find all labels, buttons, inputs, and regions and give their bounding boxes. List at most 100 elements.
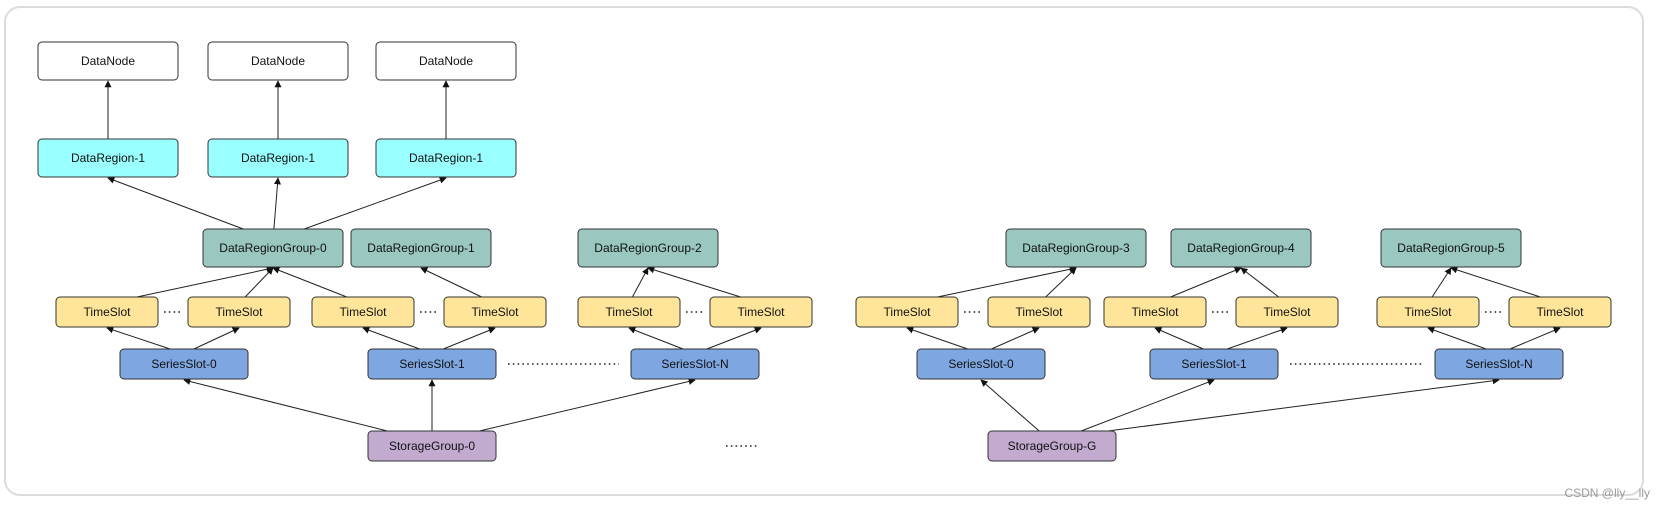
timeslot-node-ts3: TimeSlot bbox=[311, 296, 415, 328]
timeslot-node-ts2: TimeSlot bbox=[187, 296, 291, 328]
edge-ss6-to-ts12 bbox=[1509, 327, 1561, 350]
timeslot-label: TimeSlot bbox=[472, 305, 520, 319]
storagegroup-node-sg0: StorageGroup-0 bbox=[367, 430, 497, 462]
timeslot-node-ts12: TimeSlot bbox=[1508, 296, 1612, 328]
timeslot-box bbox=[443, 296, 547, 328]
timeslot-node-ts10: TimeSlot bbox=[1235, 296, 1339, 328]
edges-layer bbox=[104, 80, 1561, 432]
timeslot-label: TimeSlot bbox=[84, 305, 132, 319]
datanode-node-dn2: DataNode bbox=[207, 41, 349, 81]
edge-ts4-to-drg1 bbox=[420, 267, 482, 298]
storagegroup-box bbox=[987, 430, 1117, 462]
timeslot-node-ts9: TimeSlot bbox=[1103, 296, 1207, 328]
datanode-box bbox=[207, 41, 349, 81]
seriesslot-box bbox=[630, 348, 760, 380]
timeslot-node-ts8: TimeSlot bbox=[987, 296, 1091, 328]
edge-ts9-to-drg4 bbox=[1170, 267, 1242, 298]
datanode-node-dn3: DataNode bbox=[375, 41, 517, 81]
edge-ts3-to-drg0 bbox=[272, 267, 347, 298]
datanode-box bbox=[37, 41, 179, 81]
datanode-label: DataNode bbox=[251, 54, 305, 68]
edge-ss3-to-ts5 bbox=[628, 327, 684, 350]
timeslot-box bbox=[855, 296, 959, 328]
edge-ss4-to-ts8 bbox=[991, 327, 1040, 350]
edge-ss5-to-ts9 bbox=[1154, 327, 1204, 350]
seriesslot-label: SeriesSlot-N bbox=[661, 357, 728, 371]
timeslot-label: TimeSlot bbox=[884, 305, 932, 319]
edge-sgG-to-ss6 bbox=[1107, 377, 1500, 432]
ellipsis-layer bbox=[164, 311, 1503, 447]
seriesslot-box bbox=[1434, 348, 1564, 380]
seriesslot-box bbox=[367, 348, 497, 380]
seriesslot-node-ss1: SeriesSlot-0 bbox=[119, 348, 249, 380]
seriesslot-label: SeriesSlot-N bbox=[1465, 357, 1532, 371]
dataregion-node-dr3: DataRegion-1 bbox=[375, 138, 517, 178]
edge-ss6-to-ts11 bbox=[1427, 326, 1487, 350]
seriesslot-label: SeriesSlot-1 bbox=[399, 357, 465, 371]
edge-ss4-to-ts7 bbox=[906, 326, 968, 350]
edge-drg0-to-dr1 bbox=[107, 176, 244, 230]
timeslot-label: TimeSlot bbox=[1264, 305, 1312, 319]
dataregiongroup-node-drg2: DataRegionGroup-2 bbox=[577, 228, 719, 268]
seriesslot-node-ss5: SeriesSlot-1 bbox=[1149, 348, 1279, 380]
edge-ts5-to-drg2 bbox=[631, 267, 649, 298]
dataregiongroup-node-drg5: DataRegionGroup-5 bbox=[1380, 228, 1522, 268]
dataregion-node-dr2: DataRegion-1 bbox=[207, 138, 349, 178]
timeslot-label: TimeSlot bbox=[738, 305, 786, 319]
watermark: CSDN @lly__lly bbox=[1564, 486, 1650, 500]
timeslot-node-ts11: TimeSlot bbox=[1376, 296, 1480, 328]
seriesslot-box bbox=[1149, 348, 1279, 380]
datanode-label: DataNode bbox=[81, 54, 135, 68]
datanode-node-dn1: DataNode bbox=[37, 41, 179, 81]
edge-ts10-to-drg4 bbox=[1240, 267, 1280, 298]
dataregiongroup-box bbox=[1380, 228, 1522, 268]
dataregion-label: DataRegion-1 bbox=[71, 151, 145, 165]
timeslot-label: TimeSlot bbox=[1016, 305, 1064, 319]
dataregiongroup-node-drg3: DataRegionGroup-3 bbox=[1005, 228, 1147, 268]
timeslot-node-ts1: TimeSlot bbox=[55, 296, 159, 328]
edge-sg0-to-ss3 bbox=[479, 378, 696, 432]
dataregiongroup-label: DataRegionGroup-0 bbox=[219, 241, 327, 255]
datanode-box bbox=[375, 41, 517, 81]
edge-ss3-to-ts6 bbox=[706, 327, 762, 350]
dataregiongroup-label: DataRegionGroup-2 bbox=[594, 241, 702, 255]
dataregiongroup-box bbox=[350, 228, 492, 268]
timeslot-node-ts4: TimeSlot bbox=[443, 296, 547, 328]
timeslot-label: TimeSlot bbox=[340, 305, 388, 319]
timeslot-label: TimeSlot bbox=[1405, 305, 1453, 319]
dataregiongroup-box bbox=[202, 228, 344, 268]
timeslot-label: TimeSlot bbox=[1537, 305, 1585, 319]
dataregiongroup-box bbox=[577, 228, 719, 268]
dataregiongroup-box bbox=[1005, 228, 1147, 268]
dataregiongroup-node-drg4: DataRegionGroup-4 bbox=[1170, 228, 1312, 268]
edge-ss5-to-ts10 bbox=[1226, 326, 1288, 350]
timeslot-node-ts6: TimeSlot bbox=[709, 296, 813, 328]
dataregiongroup-label: DataRegionGroup-4 bbox=[1187, 241, 1295, 255]
edge-sgG-to-ss5 bbox=[1080, 378, 1215, 432]
storagegroup-box bbox=[367, 430, 497, 462]
seriesslot-label: SeriesSlot-1 bbox=[1181, 357, 1247, 371]
edge-ss2-to-ts4 bbox=[443, 327, 496, 350]
dataregiongroup-node-drg1: DataRegionGroup-1 bbox=[350, 228, 492, 268]
edge-ss1-to-ts1 bbox=[106, 326, 171, 350]
timeslot-box bbox=[55, 296, 159, 328]
timeslot-box bbox=[311, 296, 415, 328]
edge-drg0-to-dr3 bbox=[303, 176, 447, 230]
edge-ts12-to-drg5 bbox=[1450, 266, 1541, 298]
edge-ts6-to-drg2 bbox=[647, 266, 741, 298]
edge-ss1-to-ts2 bbox=[193, 327, 240, 350]
dataregiongroup-label: DataRegionGroup-5 bbox=[1397, 241, 1505, 255]
dataregion-box bbox=[207, 138, 349, 178]
dataregion-box bbox=[37, 138, 179, 178]
dataregiongroup-label: DataRegionGroup-1 bbox=[367, 241, 475, 255]
dataregion-box bbox=[375, 138, 517, 178]
seriesslot-box bbox=[119, 348, 249, 380]
edge-sgG-to-ss4 bbox=[980, 379, 1040, 432]
seriesslot-node-ss3: SeriesSlot-N bbox=[630, 348, 760, 380]
edge-ts8-to-drg3 bbox=[1045, 267, 1077, 298]
seriesslot-node-ss2: SeriesSlot-1 bbox=[367, 348, 497, 380]
timeslot-box bbox=[1508, 296, 1612, 328]
edge-ts11-to-drg5 bbox=[1431, 267, 1452, 298]
